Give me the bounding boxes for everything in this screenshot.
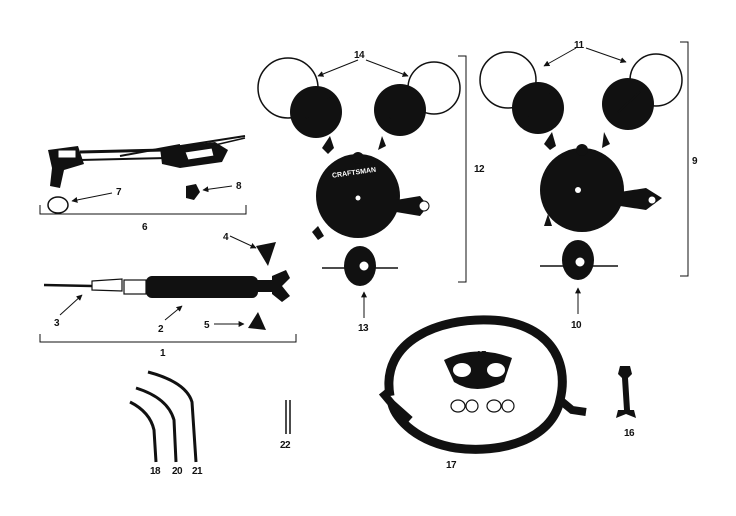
label-20: 20 bbox=[172, 466, 183, 477]
label-22: 22 bbox=[280, 440, 291, 451]
part-4-valve bbox=[256, 242, 276, 266]
cutting-attachment bbox=[48, 135, 246, 188]
label-3: 3 bbox=[54, 318, 60, 329]
regulator-left: CRAFTSMAN bbox=[257, 57, 461, 286]
part-5-valve bbox=[248, 312, 266, 330]
part-7-nut bbox=[47, 196, 69, 214]
goggle-lenses bbox=[450, 399, 515, 413]
label-21: 21 bbox=[192, 466, 203, 477]
part-22-tip bbox=[285, 400, 291, 434]
label-10: 10 bbox=[571, 320, 582, 331]
label-7: 7 bbox=[116, 187, 122, 198]
label-17: 17 bbox=[446, 460, 457, 471]
label-6: 6 bbox=[142, 222, 148, 233]
part-2-handle bbox=[123, 270, 290, 302]
regulator-right bbox=[479, 51, 683, 280]
label-13: 13 bbox=[358, 323, 369, 334]
label-4: 4 bbox=[223, 232, 229, 243]
label-2: 2 bbox=[158, 324, 164, 335]
label-12: 12 bbox=[474, 164, 485, 175]
label-1: 1 bbox=[160, 348, 166, 359]
label-5: 5 bbox=[204, 320, 210, 331]
label-15: 15 bbox=[476, 350, 487, 361]
label-14: 14 bbox=[354, 50, 365, 61]
label-9: 9 bbox=[692, 156, 698, 167]
label-11: 11 bbox=[574, 40, 585, 51]
label-18: 18 bbox=[150, 466, 161, 477]
part-15-goggles bbox=[444, 351, 512, 389]
label-16: 16 bbox=[624, 428, 635, 439]
part-8-valve bbox=[186, 184, 200, 200]
cutting-tips bbox=[129, 370, 198, 463]
part-16-wrench bbox=[616, 366, 636, 418]
label-8: 8 bbox=[236, 181, 242, 192]
hose bbox=[378, 315, 587, 454]
part-3-tip bbox=[43, 278, 123, 292]
